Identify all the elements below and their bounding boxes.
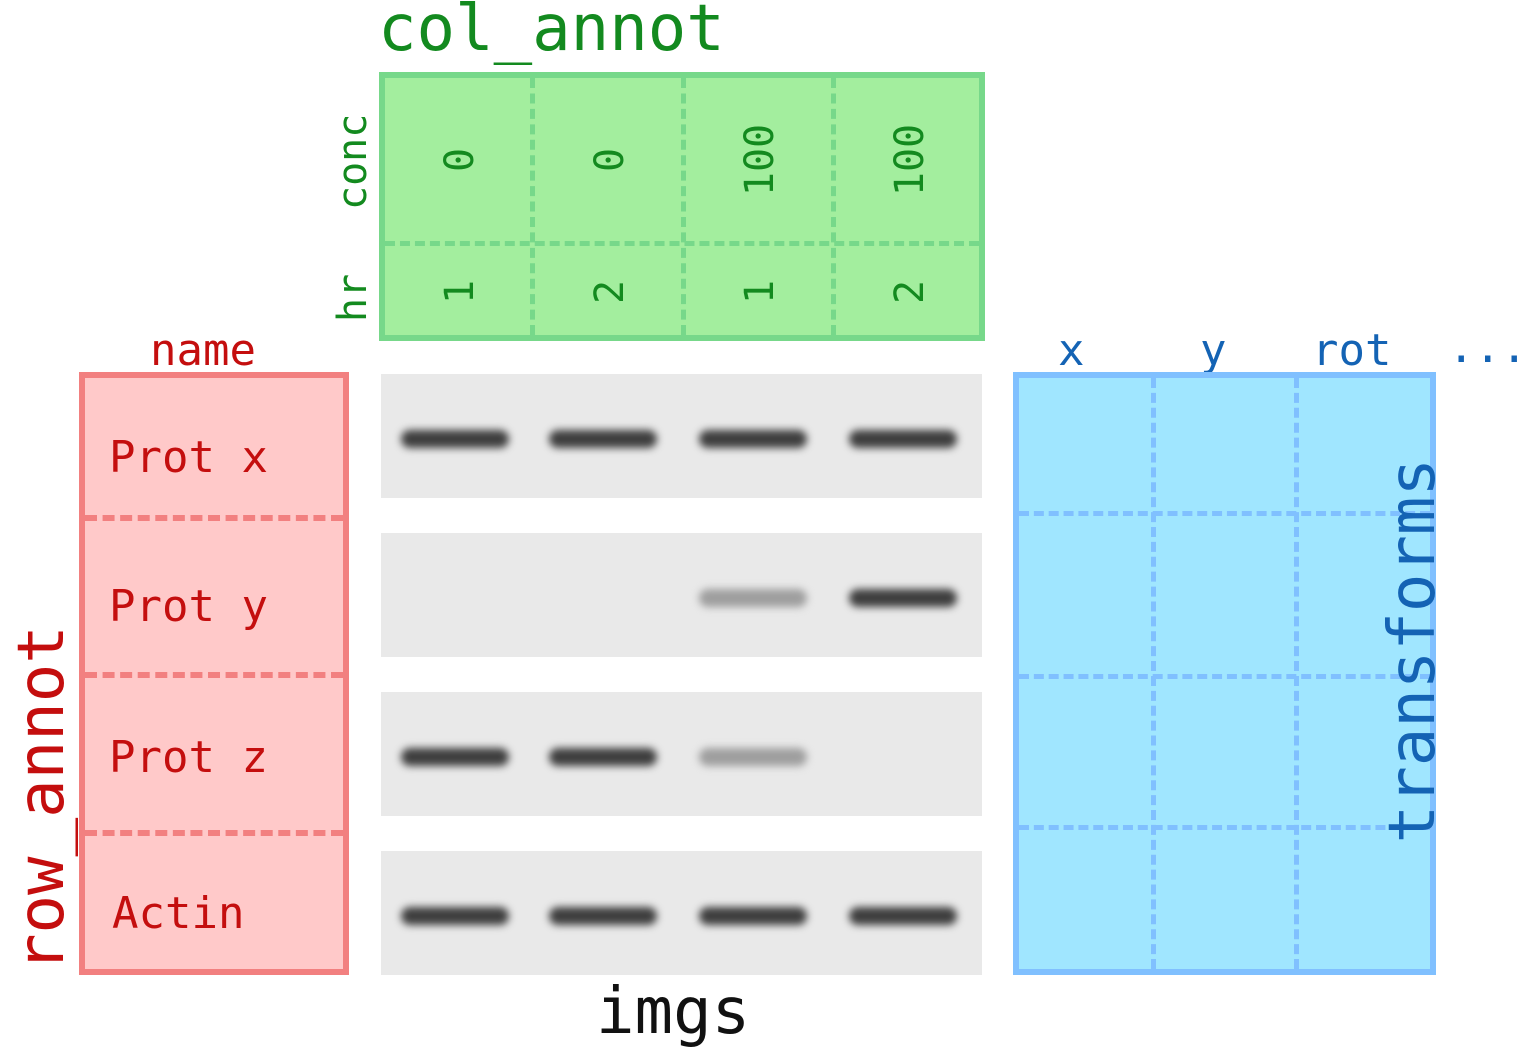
hr-cell: 1: [737, 279, 783, 305]
row-annot-table: Prot x Prot y Prot z Actin: [79, 372, 349, 975]
blot-band: [699, 748, 807, 766]
blot-band: [401, 907, 509, 925]
blot-band: [849, 907, 957, 925]
hr-cell: 2: [587, 279, 633, 305]
transform-column-header: y: [1200, 325, 1227, 376]
hr-field-label: hr: [330, 273, 376, 322]
row-divider: [385, 241, 979, 246]
more-columns-ellipsis: ...: [1448, 322, 1522, 373]
blot-band: [699, 907, 807, 925]
blot-band: [699, 589, 807, 607]
transforms-title: transforms: [1376, 458, 1450, 844]
row-divider: [85, 830, 343, 836]
blot-band: [401, 748, 509, 766]
conc-cell: 0: [437, 147, 483, 172]
blot-band: [849, 589, 957, 607]
row-divider: [85, 515, 343, 521]
conc-cell: 100: [737, 123, 783, 196]
transform-column-header: rot: [1312, 325, 1392, 376]
hr-cell: 1: [437, 279, 483, 305]
image-strip: [381, 851, 982, 975]
blot-band: [549, 430, 657, 448]
name-column-header: name: [150, 325, 256, 376]
blot-band: [849, 430, 957, 448]
conc-cell: 100: [887, 123, 933, 196]
row-name: Prot y: [109, 581, 268, 632]
image-strip: [381, 374, 982, 498]
col-annot-table: 0 0 100 100 1 2 1 2: [379, 72, 985, 341]
imgs-title: imgs: [596, 975, 751, 1049]
row-annot-title: row_annot: [5, 625, 79, 972]
blot-band: [549, 748, 657, 766]
image-strip: [381, 692, 982, 816]
row-name: Prot x: [109, 432, 268, 483]
row-divider: [1019, 674, 1430, 679]
image-strip: [381, 533, 982, 657]
col-divider: [1151, 378, 1156, 969]
conc-field-label: conc: [330, 113, 376, 210]
transform-column-header: x: [1058, 325, 1085, 376]
row-name: Prot z: [109, 732, 268, 783]
row-divider: [1019, 825, 1430, 830]
blot-band: [549, 907, 657, 925]
col-divider: [831, 78, 836, 335]
col-annot-title: col_annot: [378, 0, 725, 66]
row-name: Actin: [112, 888, 245, 939]
hr-cell: 2: [887, 279, 933, 305]
conc-cell: 0: [587, 147, 633, 172]
row-divider: [1019, 511, 1430, 516]
col-divider: [530, 78, 535, 335]
transforms-table: [1013, 372, 1436, 975]
blot-band: [699, 430, 807, 448]
col-divider: [681, 78, 686, 335]
blot-band: [401, 430, 509, 448]
col-divider: [1294, 378, 1299, 969]
row-divider: [85, 672, 343, 678]
